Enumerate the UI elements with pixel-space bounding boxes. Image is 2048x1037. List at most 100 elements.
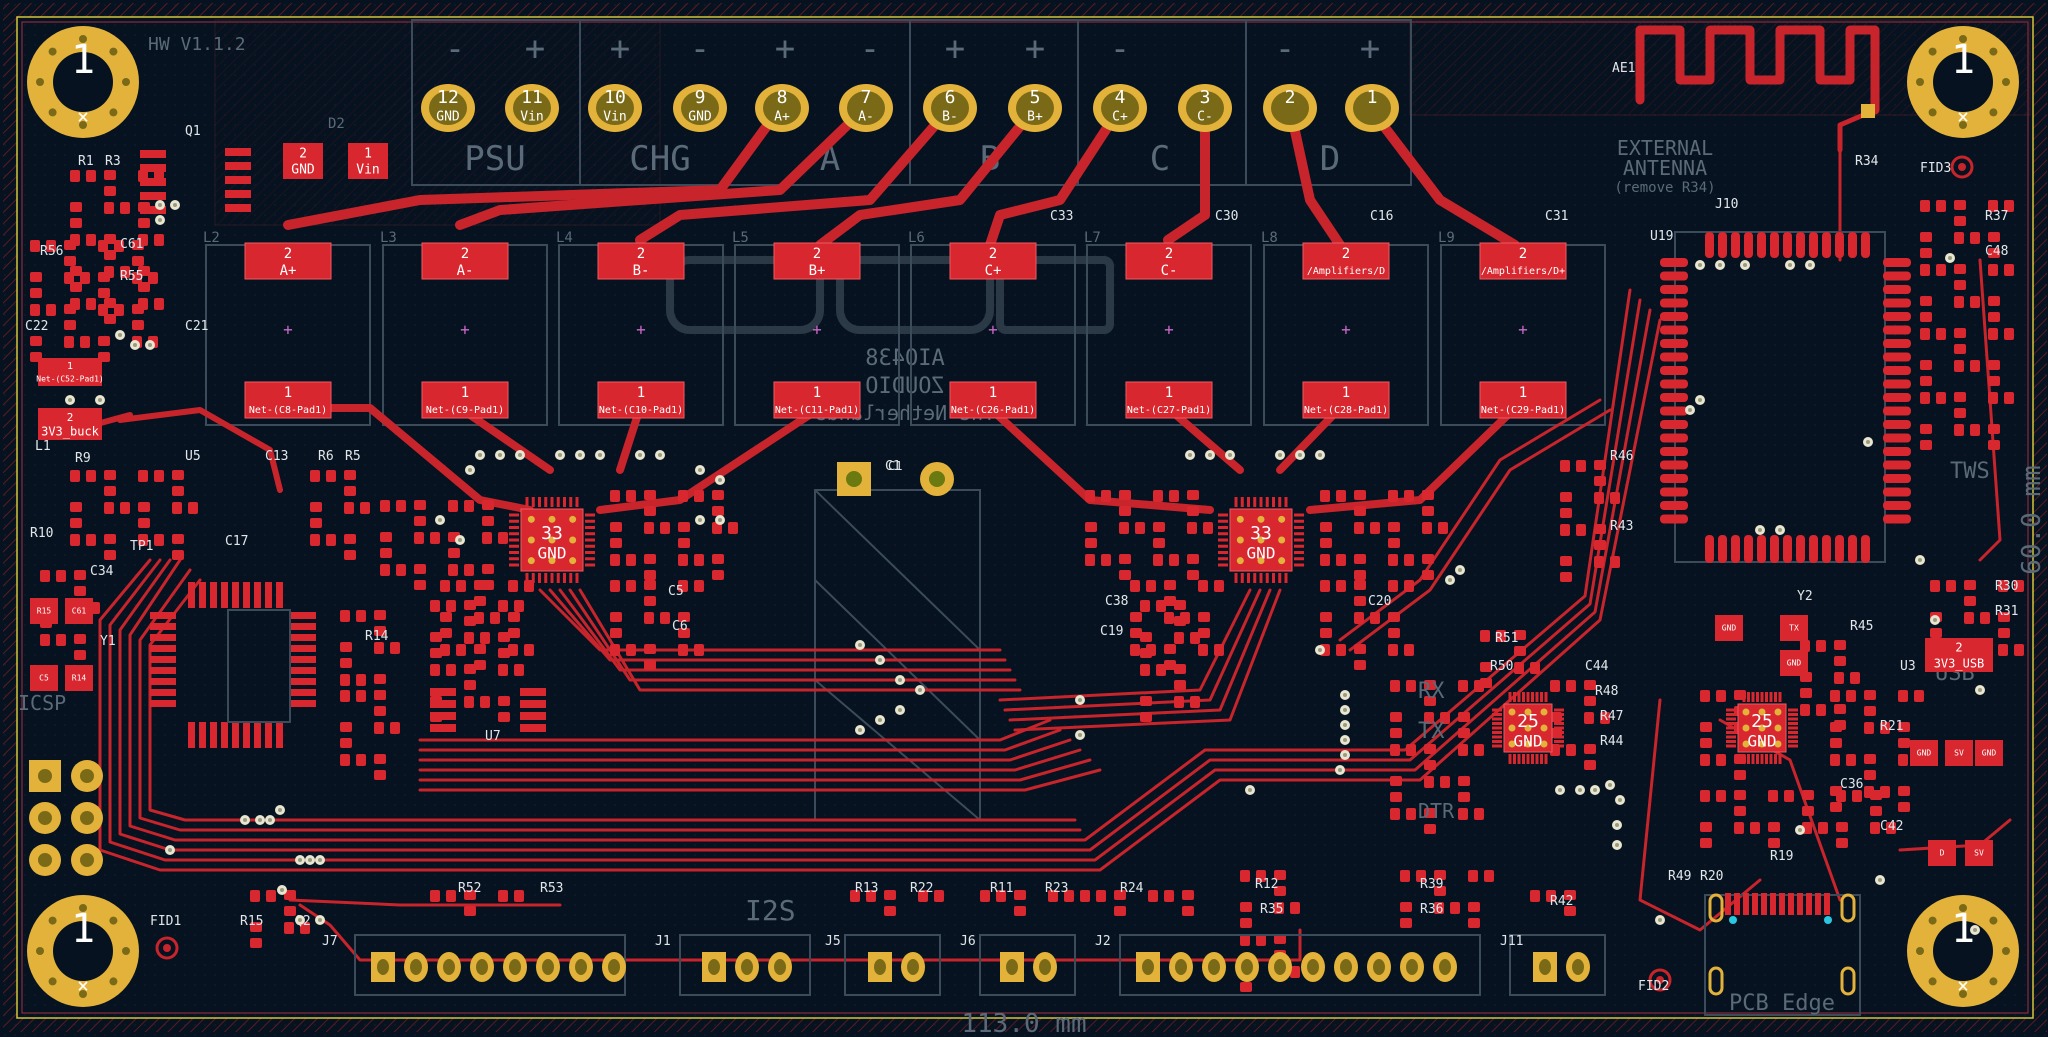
smd-passive[interactable] [1320, 580, 1346, 592]
smd-passive[interactable] [1424, 808, 1436, 834]
mounting-hole[interactable]: 1× [1907, 895, 2019, 1007]
smd-passive[interactable] [430, 600, 456, 612]
smd-passive[interactable] [1424, 744, 1436, 770]
header-pin[interactable] [404, 952, 428, 982]
smd-passive[interactable] [1560, 524, 1586, 536]
smd-passive[interactable] [1864, 786, 1890, 798]
smd-passive[interactable] [1594, 492, 1620, 504]
smd-passive[interactable] [250, 890, 276, 902]
header-pin[interactable] [536, 952, 560, 982]
smd-passive[interactable] [464, 664, 476, 690]
header-pin[interactable] [1235, 952, 1259, 982]
smd-passive[interactable] [104, 170, 116, 196]
inductor-pad-top[interactable]: 2/Amplifiers/D [1302, 242, 1390, 280]
smd-passive[interactable] [1240, 902, 1252, 928]
header-pin[interactable] [1136, 952, 1160, 982]
smd-passive[interactable] [1734, 790, 1746, 816]
smd-passive[interactable] [344, 502, 370, 514]
smd-passive[interactable] [1700, 690, 1726, 702]
smd-passive[interactable] [1514, 630, 1526, 656]
smd-passive[interactable] [1240, 934, 1266, 946]
smd-passive[interactable] [104, 502, 130, 514]
smd-passive[interactable] [712, 554, 724, 580]
smd-passive[interactable] [172, 502, 198, 514]
smd-passive[interactable] [430, 632, 442, 658]
smd-passive[interactable] [284, 890, 296, 916]
smd-passive[interactable] [340, 610, 366, 622]
smd-passive[interactable] [1274, 902, 1300, 914]
smd-passive[interactable] [980, 890, 1006, 902]
smd-passive[interactable] [498, 632, 510, 658]
smd-passive[interactable] [374, 722, 400, 734]
labeled-pad[interactable]: R14 [65, 665, 93, 691]
smd-passive[interactable] [1480, 662, 1492, 688]
smd-passive[interactable] [1400, 870, 1426, 882]
smd-passive[interactable] [1594, 556, 1620, 568]
labeled-pad[interactable]: TX [1780, 615, 1808, 641]
labeled-pad[interactable]: GND [1780, 650, 1808, 676]
smd-passive[interactable] [1954, 424, 1980, 436]
smd-passive[interactable] [1768, 790, 1794, 802]
smd-passive[interactable] [1240, 870, 1266, 882]
smd-passive[interactable] [104, 470, 116, 496]
smd-passive[interactable] [1830, 690, 1856, 702]
smd-passive[interactable] [1988, 232, 2000, 258]
header-pin[interactable] [1533, 952, 1557, 982]
smd-passive[interactable] [1954, 328, 1966, 354]
smd-passive[interactable] [30, 240, 56, 252]
header-pin[interactable] [1268, 952, 1292, 982]
smd-passive[interactable] [1182, 890, 1194, 916]
smd-passive[interactable] [678, 554, 704, 566]
smd-passive[interactable] [30, 272, 42, 298]
smd-passive[interactable] [1468, 870, 1494, 882]
smd-passive[interactable] [610, 644, 636, 656]
smd-passive[interactable] [1119, 490, 1131, 516]
smd-passive[interactable] [464, 696, 490, 708]
smd-passive[interactable] [430, 664, 456, 676]
smd-passive[interactable] [414, 564, 426, 590]
smd-passive[interactable] [70, 202, 82, 228]
terminal-pin[interactable]: 6B- [923, 84, 977, 132]
labeled-pad[interactable]: SV [1965, 840, 1993, 866]
header-pin[interactable] [868, 952, 892, 982]
smd-passive[interactable] [344, 470, 356, 496]
smd-passive[interactable] [1920, 360, 1932, 386]
smd-passive[interactable] [1140, 696, 1152, 722]
smd-passive[interactable] [1130, 580, 1156, 592]
smd-passive[interactable] [1424, 680, 1436, 706]
smd-passive[interactable] [340, 642, 352, 668]
smd-passive[interactable] [1390, 744, 1416, 756]
smd-passive[interactable] [414, 532, 440, 544]
smd-passive[interactable] [1564, 890, 1576, 916]
smd-passive[interactable] [1198, 580, 1224, 592]
smd-passive[interactable] [474, 612, 500, 624]
smd-passive[interactable] [64, 304, 76, 330]
smd-passive[interactable] [1800, 640, 1826, 652]
smd-passive[interactable] [40, 570, 66, 582]
smd-passive[interactable] [644, 522, 670, 534]
smd-passive[interactable] [1584, 712, 1610, 724]
smd-passive[interactable] [482, 500, 494, 526]
inductor-pad-top[interactable]: 2A+ [244, 242, 332, 280]
smd-passive[interactable] [374, 754, 386, 780]
smd-passive[interactable] [98, 272, 110, 298]
smd-passive[interactable] [1434, 870, 1446, 896]
smd-passive[interactable] [1700, 790, 1726, 802]
smd-passive[interactable] [678, 580, 704, 592]
terminal-pin[interactable]: 3C- [1178, 84, 1232, 132]
smd-passive[interactable] [132, 240, 144, 266]
smd-passive[interactable] [1048, 890, 1074, 902]
smd-passive[interactable] [464, 890, 476, 916]
smd-passive[interactable] [1864, 690, 1876, 716]
smd-passive[interactable] [1700, 822, 1712, 848]
inductor-pad-top[interactable]: 2A- [421, 242, 509, 280]
smd-passive[interactable] [1148, 890, 1174, 902]
smd-passive[interactable] [74, 634, 86, 660]
smd-passive[interactable] [310, 502, 322, 528]
